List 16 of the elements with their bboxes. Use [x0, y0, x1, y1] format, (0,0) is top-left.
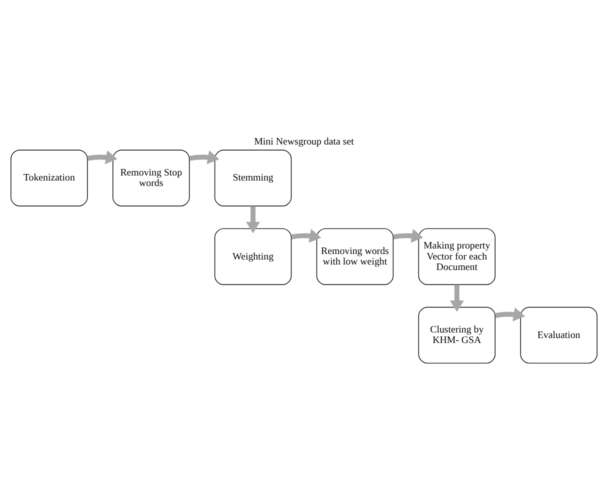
- arrow: [392, 228, 424, 242]
- node-box: Removing words with low weight: [316, 228, 394, 284]
- node-box: Stemming: [214, 149, 292, 206]
- diagram-title: Mini Newsgroup data set: [254, 136, 354, 148]
- node-box: Evaluation: [520, 306, 598, 364]
- arrow: [189, 150, 220, 164]
- arrow: [450, 284, 464, 312]
- arrow: [246, 206, 260, 233]
- node-box: Removing Stop words: [112, 149, 190, 206]
- node-box: Weighting: [214, 228, 292, 284]
- arrow: [494, 306, 526, 321]
- node-box: Tokenization: [10, 149, 88, 206]
- node-box: Clustering by KHM- GSA: [418, 306, 496, 364]
- arrow: [291, 228, 322, 242]
- node-box: Making property Vector for each Document: [418, 228, 496, 284]
- arrow: [87, 150, 118, 164]
